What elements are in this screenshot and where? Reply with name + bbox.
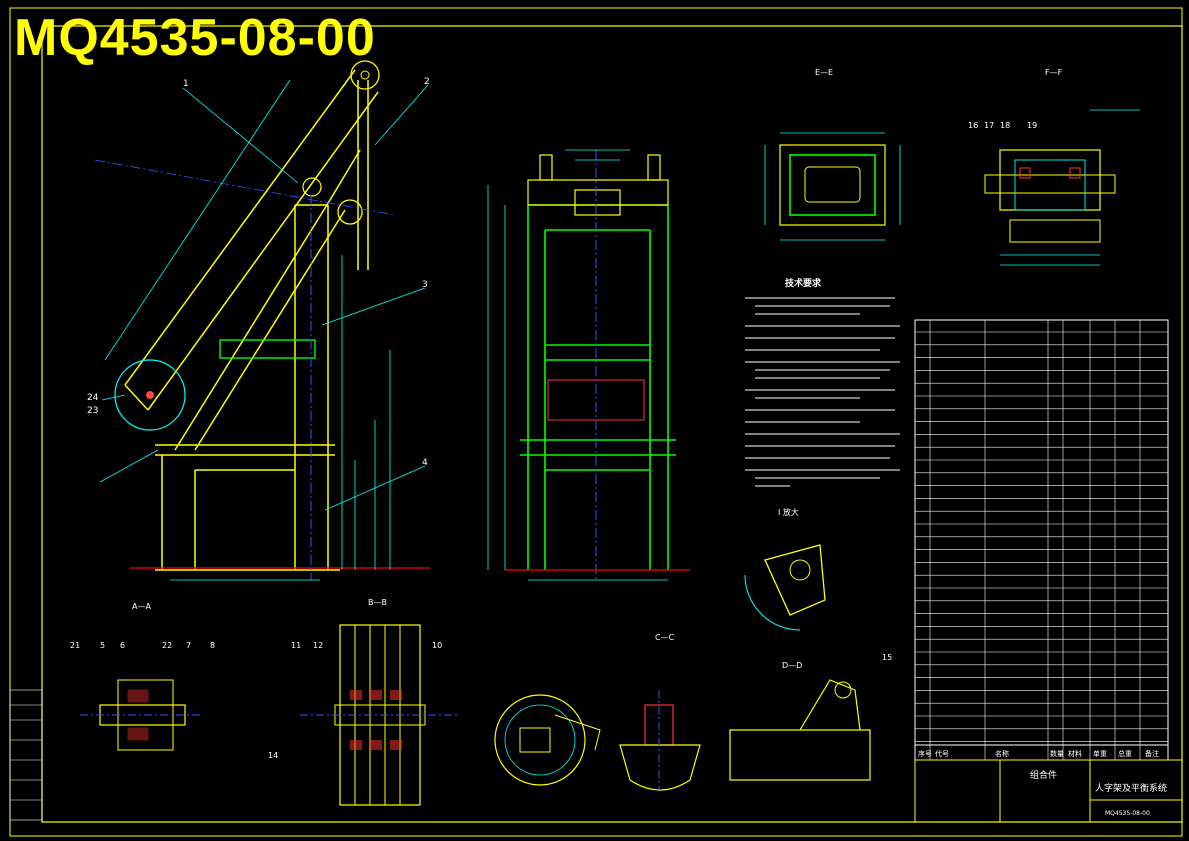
title-name: 人字架及平衡系统	[1095, 782, 1167, 794]
label-e-e: E—E	[815, 68, 833, 77]
label-d-d: D—D	[782, 661, 802, 670]
table-header-cell: 单重	[1093, 749, 1107, 758]
section-a-a: A—A 21 5 6 22 7 8	[70, 602, 215, 751]
section-e-e: E—E	[764, 68, 901, 241]
callout-22: 22	[162, 641, 172, 650]
callout-18: 18	[1000, 121, 1010, 130]
callout-1: 1	[183, 79, 189, 89]
revision-block	[9, 689, 43, 821]
table-header-cell: 数量	[1050, 749, 1064, 758]
title-block: 组合件 人字架及平衡系统 MQ4535-08-00	[914, 759, 1183, 823]
main-elevation-view: 1 2 3 4 24 23	[87, 60, 430, 581]
callout-8: 8	[210, 641, 215, 650]
detail-i: I 放大	[744, 507, 826, 631]
callout-23: 23	[87, 406, 98, 416]
k-view	[494, 694, 601, 786]
callout-17: 17	[984, 121, 994, 130]
table-header-cell: 备注	[1145, 749, 1159, 758]
callout-12: 12	[313, 641, 323, 650]
label-c-c: C—C	[655, 633, 675, 642]
label-f-f: F—F	[1045, 68, 1063, 77]
callout-19: 19	[1027, 121, 1037, 130]
title-assembly: 组合件	[1030, 769, 1057, 781]
callout-5: 5	[100, 641, 105, 650]
table-header-cell: 序号	[918, 749, 932, 758]
callout-4: 4	[422, 458, 428, 468]
label-i-detail: I 放大	[778, 507, 799, 517]
section-f-f: F—F 16 17 18 19	[968, 68, 1140, 266]
label-a-a: A—A	[132, 602, 151, 611]
drawing-number: MQ4535-08-00	[14, 9, 376, 67]
table-header-cell: 名称	[995, 749, 1009, 758]
parts-list: 序号代号 名称 数量材料 单重 总重 备注	[914, 319, 1169, 761]
table-header-cell: 材料	[1068, 749, 1082, 758]
callout-2: 2	[424, 77, 430, 87]
callout-3: 3	[422, 280, 428, 290]
callout-15: 15	[882, 653, 892, 662]
table-header-cell: 总重	[1118, 749, 1132, 758]
callout-21: 21	[70, 641, 80, 650]
title-code: MQ4535-08-00	[1105, 810, 1150, 817]
drawing-frame	[41, 25, 1183, 823]
callout-10: 10	[432, 641, 442, 650]
section-c-c: C—C	[619, 633, 701, 791]
callout-14: 14	[268, 751, 278, 760]
callout-6: 6	[120, 641, 125, 650]
section-d-d: D—D 15	[729, 653, 892, 781]
section-b-b: B—B 14 11 12 10	[268, 598, 460, 806]
callout-11: 11	[291, 641, 301, 650]
notes-title: 技术要求	[785, 277, 822, 289]
label-b-b: B—B	[368, 598, 387, 607]
front-view	[487, 149, 690, 581]
callout-7: 7	[186, 641, 191, 650]
callout-16: 16	[968, 121, 978, 130]
callout-24: 24	[87, 393, 99, 403]
table-header-cell: 代号	[935, 749, 949, 758]
technical-notes: 技术要求	[745, 277, 900, 487]
